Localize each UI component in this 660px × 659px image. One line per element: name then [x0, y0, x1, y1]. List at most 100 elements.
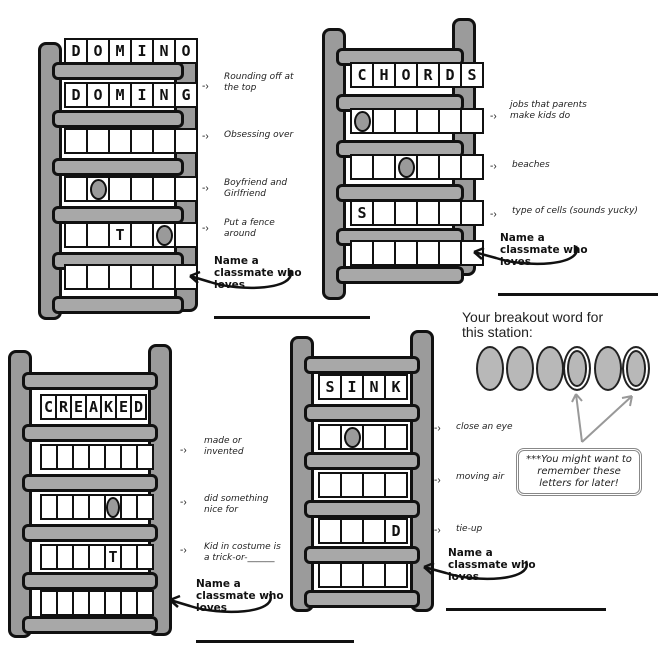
letter-box[interactable] [138, 592, 152, 614]
letter-box[interactable] [364, 520, 386, 542]
letter-box[interactable] [342, 426, 364, 448]
letter-box[interactable] [342, 474, 364, 496]
letter-box[interactable] [386, 564, 406, 586]
letter-box[interactable]: M [110, 84, 132, 106]
letter-box[interactable] [110, 178, 132, 200]
letter-box[interactable] [122, 446, 138, 468]
letter-box[interactable] [342, 520, 364, 542]
letter-box[interactable] [90, 496, 106, 518]
breakout-letter-slot[interactable] [594, 346, 622, 391]
letter-box[interactable] [122, 546, 138, 568]
letter-box[interactable] [364, 426, 386, 448]
letter-box[interactable] [90, 592, 106, 614]
letter-box[interactable] [106, 446, 122, 468]
letter-box[interactable]: D [66, 84, 88, 106]
letter-box[interactable] [352, 156, 374, 178]
letter-box[interactable] [42, 446, 58, 468]
breakout-letter-slot[interactable] [536, 346, 564, 391]
letter-box[interactable] [374, 242, 396, 264]
letter-box[interactable] [396, 110, 418, 132]
letter-box[interactable] [74, 592, 90, 614]
letter-box[interactable] [66, 266, 88, 288]
letter-box[interactable] [374, 202, 396, 224]
breakout-letter-slot[interactable] [506, 346, 534, 391]
letter-box[interactable] [138, 496, 152, 518]
letter-box[interactable] [88, 130, 110, 152]
letter-box[interactable] [122, 496, 138, 518]
letter-box[interactable] [88, 224, 110, 246]
letter-box[interactable] [386, 426, 406, 448]
letter-box[interactable] [122, 592, 138, 614]
letter-box[interactable] [352, 242, 374, 264]
letter-box[interactable]: T [106, 546, 122, 568]
letter-box[interactable] [138, 446, 152, 468]
letter-box[interactable] [320, 426, 342, 448]
letter-box[interactable] [90, 546, 106, 568]
letter-box[interactable] [90, 446, 106, 468]
letter-box[interactable] [396, 242, 418, 264]
letter-box[interactable] [440, 202, 462, 224]
letter-box[interactable] [42, 592, 58, 614]
letter-box[interactable] [176, 224, 196, 246]
letter-box[interactable]: I [132, 84, 154, 106]
letter-box[interactable] [154, 130, 176, 152]
letter-box[interactable] [58, 546, 74, 568]
letter-box[interactable] [132, 266, 154, 288]
letter-box[interactable] [132, 224, 154, 246]
letter-box[interactable] [106, 496, 122, 518]
letter-box[interactable] [364, 564, 386, 586]
letter-box[interactable] [374, 156, 396, 178]
letter-box[interactable]: O [88, 84, 110, 106]
answer-line[interactable] [446, 608, 606, 611]
letter-box[interactable] [418, 156, 440, 178]
letter-box[interactable]: S [352, 202, 374, 224]
letter-box[interactable] [66, 178, 88, 200]
letter-box[interactable] [462, 156, 482, 178]
letter-box[interactable] [396, 156, 418, 178]
letter-box[interactable]: G [181, 86, 191, 104]
letter-box[interactable] [440, 156, 462, 178]
answer-line[interactable] [214, 316, 370, 319]
letter-box[interactable] [386, 474, 406, 496]
letter-box[interactable] [132, 130, 154, 152]
letter-box[interactable] [462, 110, 482, 132]
letter-box[interactable] [418, 110, 440, 132]
letter-box[interactable] [88, 178, 110, 200]
letter-box[interactable] [440, 242, 462, 264]
letter-box[interactable] [58, 592, 74, 614]
letter-box[interactable] [42, 546, 58, 568]
letter-box[interactable] [66, 130, 88, 152]
letter-box[interactable] [74, 546, 90, 568]
breakout-letter-slot[interactable] [476, 346, 504, 391]
letter-box[interactable] [42, 496, 58, 518]
letter-box[interactable] [66, 224, 88, 246]
answer-line[interactable] [498, 293, 658, 296]
letter-box[interactable] [396, 202, 418, 224]
letter-box[interactable] [342, 564, 364, 586]
letter-box[interactable] [462, 202, 482, 224]
letter-box[interactable] [154, 224, 176, 246]
letter-box[interactable] [58, 446, 74, 468]
letter-box[interactable]: T [110, 224, 132, 246]
letter-box[interactable]: N [154, 84, 176, 106]
letter-box[interactable] [374, 110, 396, 132]
letter-box[interactable] [132, 178, 154, 200]
letter-box[interactable] [320, 520, 342, 542]
letter-box[interactable] [440, 110, 462, 132]
letter-box[interactable] [176, 178, 196, 200]
letter-box[interactable] [320, 564, 342, 586]
letter-box[interactable]: D [391, 522, 401, 540]
answer-line[interactable] [196, 640, 354, 643]
letter-box[interactable] [352, 110, 374, 132]
letter-box[interactable] [110, 130, 132, 152]
letter-box[interactable] [364, 474, 386, 496]
letter-box[interactable] [138, 546, 152, 568]
letter-box[interactable] [320, 474, 342, 496]
breakout-letter-slot[interactable] [622, 346, 650, 391]
letter-box[interactable] [110, 266, 132, 288]
letter-box[interactable] [106, 592, 122, 614]
letter-box[interactable] [74, 446, 90, 468]
letter-box[interactable] [154, 266, 176, 288]
letter-box[interactable] [88, 266, 110, 288]
letter-box[interactable] [418, 202, 440, 224]
